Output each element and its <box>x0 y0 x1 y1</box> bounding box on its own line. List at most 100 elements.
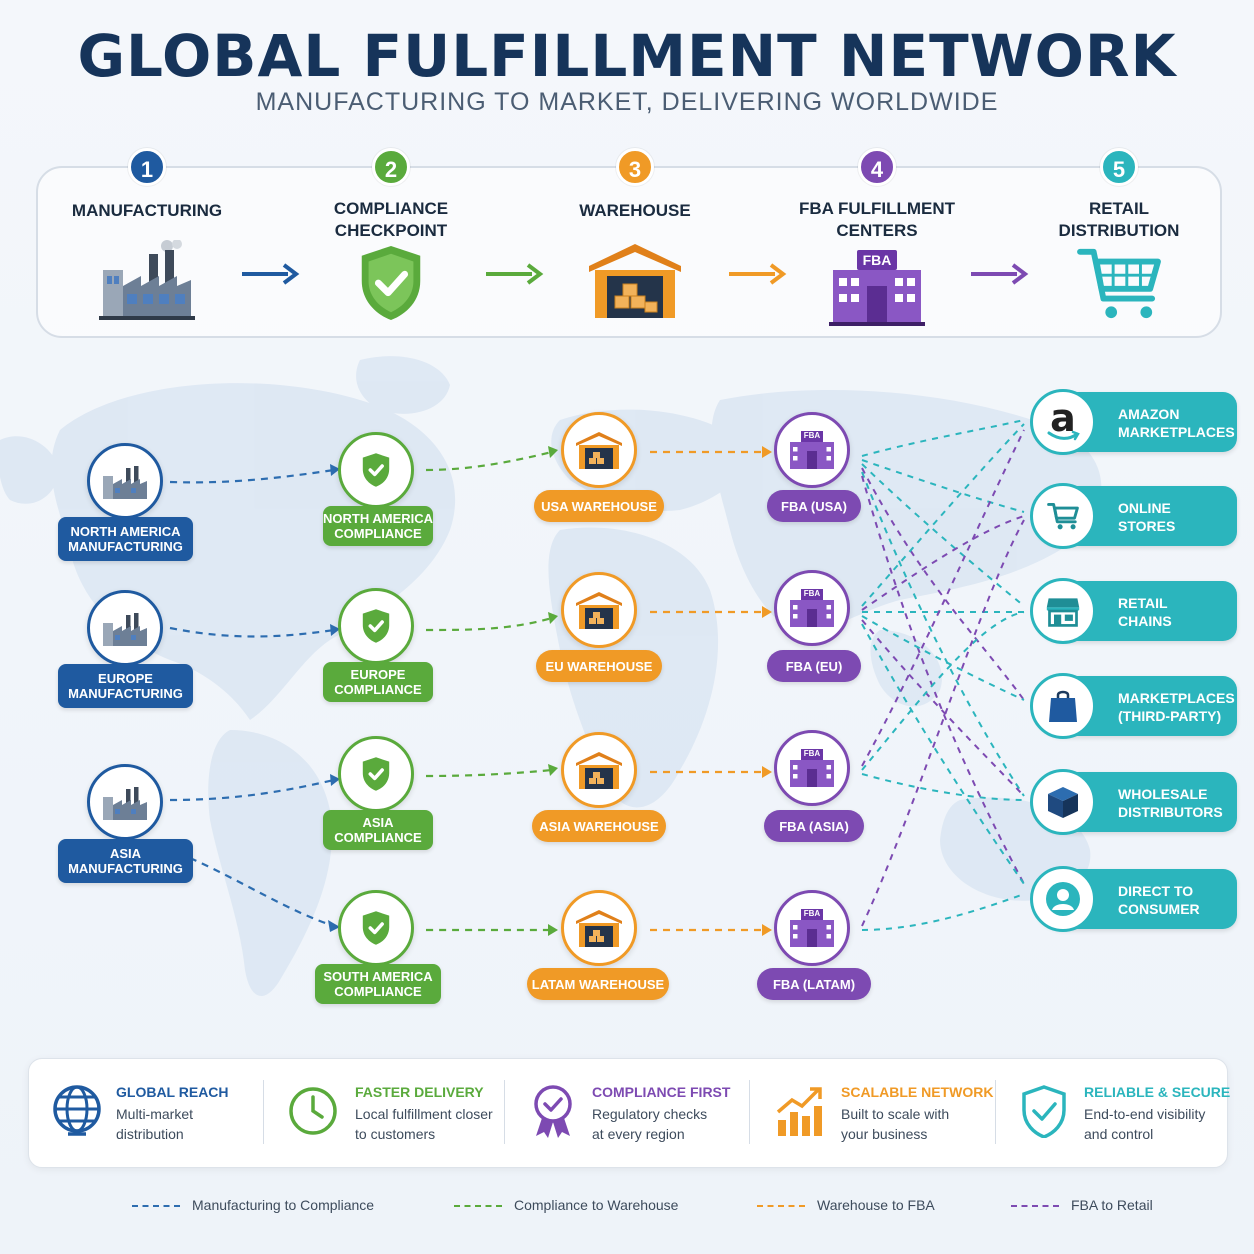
process-step-manufacturing: 1 MANUFACTURING <box>37 148 257 325</box>
retail-destination-label: MARKETPLACES (THIRD-PARTY) <box>1118 690 1235 724</box>
fba-sign-text: FBA <box>803 749 821 758</box>
process-step-fba: 4 FBA FULFILLMENT CENTERS FBA <box>767 148 987 326</box>
shield-check-icon <box>362 757 390 791</box>
arrow-right-icon <box>729 263 787 285</box>
feature-title: RELIABLE & SECURE <box>1084 1084 1231 1100</box>
legend-label: FBA to Retail <box>1071 1197 1153 1213</box>
feature-title: GLOBAL REACH <box>116 1084 229 1100</box>
manufacturing-node-icon <box>87 443 163 519</box>
legend-label: Compliance to Warehouse <box>514 1197 679 1213</box>
warehouse-node-icon <box>561 732 637 808</box>
fba-node-label: FBA (USA) <box>767 490 861 522</box>
shopping-cart-icon <box>1077 248 1161 319</box>
warehouse-node-label: ASIA WAREHOUSE <box>532 810 666 842</box>
feature-reliable-secure: RELIABLE & SECURE End-to-end visibility … <box>1020 1082 1230 1152</box>
person-icon <box>1030 866 1096 932</box>
feature-divider <box>749 1080 750 1144</box>
factory-icon <box>103 613 147 646</box>
retail-destination-label: RETAIL CHAINS <box>1118 595 1172 629</box>
fba-building-icon: FBA <box>787 588 837 628</box>
step-number: 2 <box>372 148 410 186</box>
feature-global-reach: GLOBAL REACH Multi-market distribution <box>52 1082 252 1152</box>
step-number: 5 <box>1100 148 1138 186</box>
fba-node-icon: FBA <box>774 730 850 806</box>
warehouse-icon <box>576 432 622 469</box>
compliance-node-label: ASIA COMPLIANCE <box>323 810 433 850</box>
step-number: 4 <box>858 148 896 186</box>
feature-title: FASTER DELIVERY <box>355 1084 484 1100</box>
feature-divider <box>263 1080 264 1144</box>
warehouse-icon <box>576 592 622 629</box>
package-box-icon <box>1030 769 1096 835</box>
retail-destination-label: WHOLESALE DISTRIBUTORS <box>1118 786 1223 820</box>
compliance-node-label: EUROPE COMPLIANCE <box>323 662 433 702</box>
process-step-compliance: 2 COMPLIANCE CHECKPOINT <box>281 148 501 327</box>
retail-destination-label: AMAZON MARKETPLACES <box>1118 406 1235 440</box>
page-subtitle: MANUFACTURING TO MARKET, DELIVERING WORL… <box>255 88 999 116</box>
warehouse-node-icon <box>561 572 637 648</box>
warehouse-node-label: LATAM WAREHOUSE <box>527 968 669 1000</box>
legend-dash <box>454 1205 502 1207</box>
warehouse-icon <box>576 752 622 789</box>
warehouse-node-label: EU WAREHOUSE <box>536 650 662 682</box>
compliance-node-icon <box>338 588 414 664</box>
retail-destination-third-party: MARKETPLACES (THIRD-PARTY) <box>1030 673 1237 739</box>
compliance-node-label: NORTH AMERICA COMPLIANCE <box>323 506 433 546</box>
shield-check-icon <box>362 911 390 945</box>
fba-building-icon: FBA <box>787 748 837 788</box>
retail-destination-retail-chains: RETAIL CHAINS <box>1030 578 1237 644</box>
legend-dash <box>1011 1205 1059 1207</box>
warehouse-icon <box>589 244 681 318</box>
storefront-icon <box>1030 578 1096 644</box>
feature-divider <box>995 1080 996 1144</box>
retail-destination-label: DIRECT TO CONSUMER <box>1118 883 1200 917</box>
growth-chart-icon <box>776 1087 822 1136</box>
compliance-node-icon <box>338 432 414 508</box>
fba-building-icon: FBA <box>827 248 927 326</box>
amazon-logo-icon: a <box>1030 389 1096 455</box>
feature-description: Built to scale with your business <box>841 1106 950 1142</box>
feature-divider <box>504 1080 505 1144</box>
step-label: MANUFACTURING <box>71 201 223 220</box>
manufacturing-node-label: EUROPE MANUFACTURING <box>58 664 193 708</box>
fba-node-icon: FBA <box>774 412 850 488</box>
feature-faster-delivery: FASTER DELIVERY Local fulfillment closer… <box>288 1082 498 1152</box>
feature-bar <box>28 1058 1228 1168</box>
fba-sign-text: FBA <box>862 252 892 268</box>
fba-sign-text: FBA <box>803 909 821 918</box>
amazon-logo-letter: a <box>1050 396 1076 440</box>
arrow-right-icon <box>486 263 544 285</box>
shopping-cart-icon <box>1030 483 1096 549</box>
fba-node-label: FBA (EU) <box>767 650 861 682</box>
retail-destination-label: ONLINE STORES <box>1118 500 1176 534</box>
fba-node-icon: FBA <box>774 570 850 646</box>
page-title: GLOBAL FULFILLMENT NETWORK <box>77 22 1177 90</box>
manufacturing-node-icon <box>87 590 163 666</box>
legend-label: Warehouse to FBA <box>817 1197 935 1213</box>
retail-destination-online-stores: ONLINE STORES <box>1030 483 1237 549</box>
fba-node-icon: FBA <box>774 890 850 966</box>
step-label: FBA FULFILLMENT CENTERS <box>798 199 956 240</box>
feature-scalable-network: SCALABLE NETWORK Built to scale with you… <box>774 1082 993 1152</box>
feature-description: Multi-market distribution <box>116 1106 194 1142</box>
shield-check-icon <box>362 609 390 643</box>
step-number: 3 <box>616 148 654 186</box>
process-step-retail: 5 RETAIL DISTRIBUTION <box>1009 148 1229 327</box>
manufacturing-node-label: NORTH AMERICA MANUFACTURING <box>58 517 193 561</box>
warehouse-icon <box>576 910 622 947</box>
arrow-right-icon <box>971 263 1029 285</box>
step-label: WAREHOUSE <box>579 201 691 220</box>
warehouse-node-label: USA WAREHOUSE <box>534 490 664 522</box>
fba-building-icon: FBA <box>787 430 837 470</box>
arrow-right-icon <box>242 263 300 285</box>
compliance-node-icon <box>338 736 414 812</box>
compliance-node-icon <box>338 890 414 966</box>
factory-icon <box>103 466 147 499</box>
feature-description: Local fulfillment closer to customers <box>355 1106 493 1142</box>
fba-building-icon: FBA <box>787 908 837 948</box>
warehouse-node-icon <box>561 890 637 966</box>
process-step-warehouse: 3 WAREHOUSE <box>525 148 745 325</box>
fba-sign-text: FBA <box>803 431 821 440</box>
clock-icon <box>289 1087 337 1135</box>
